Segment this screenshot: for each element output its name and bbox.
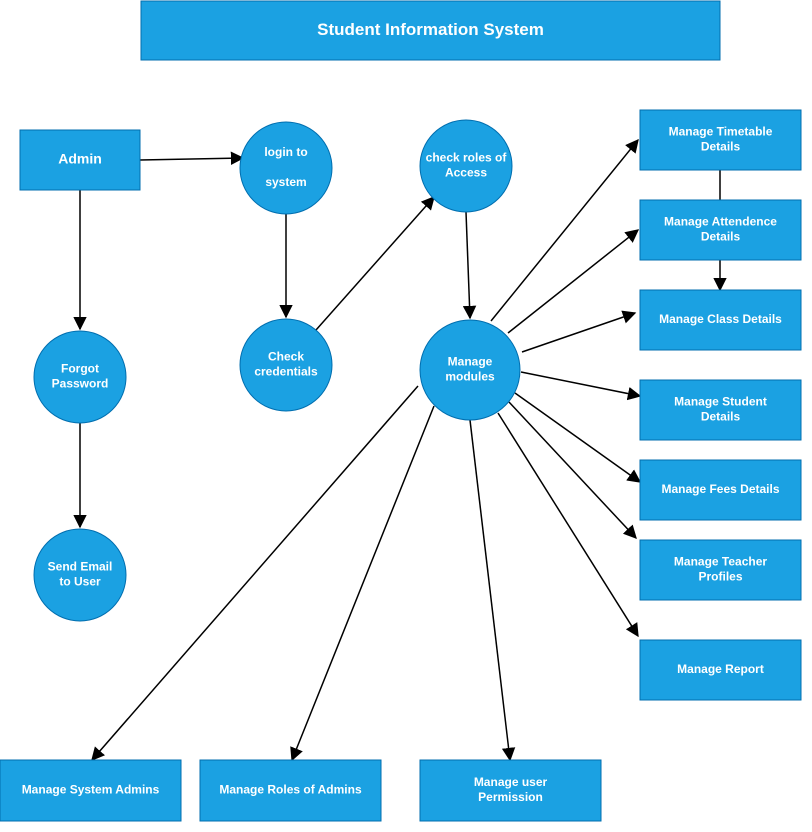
node-check-roles-label: check roles of [426, 151, 508, 165]
node-user-permission-shape [419, 759, 602, 822]
edge-manage-modules-to-attendence [507, 229, 640, 334]
edge-manage-modules-to-system-admins [91, 385, 419, 762]
node-send-email-shape [33, 528, 127, 622]
node-timetable-label: Details [701, 140, 741, 154]
node-send-email-label: Send Email [48, 560, 113, 574]
node-attendence-label: Details [701, 230, 741, 244]
edge-manage-modules-to-report [497, 412, 639, 638]
node-manage-modules-label: Manage [448, 355, 493, 369]
node-system-admins-shape [0, 759, 182, 822]
edge-manage-modules-to-user-permission [469, 419, 516, 762]
edge-manage-modules-to-roles-admins [290, 405, 435, 762]
node-admin: Admin [19, 129, 141, 191]
title-banner: Student Information System [140, 0, 721, 61]
node-manage-modules-shape [419, 319, 521, 421]
node-roles-admins-label: Manage Roles of Admins [219, 783, 362, 797]
edge-admin-to-login [139, 151, 245, 165]
node-system-admins-label: Manage System Admins [22, 783, 160, 797]
edges-layer [73, 138, 727, 762]
node-report: Manage Report [639, 639, 802, 701]
node-user-permission-label: Manage user [474, 775, 548, 789]
edge-manage-modules-to-timetable [490, 138, 639, 322]
node-login-label: login to [264, 145, 307, 159]
node-user-permission-label: Permission [478, 790, 543, 804]
edge-manage-modules-to-fees [514, 392, 642, 483]
node-fees-shape [639, 459, 802, 521]
node-send-email-label: to User [59, 575, 101, 589]
edge-manage-modules-to-student [520, 371, 642, 401]
node-roles-admins: Manage Roles of Admins [199, 759, 382, 822]
node-teacher-label: Manage Teacher [674, 555, 767, 569]
node-check-credentials-label: Check [268, 350, 304, 364]
node-report-shape [639, 639, 802, 701]
node-timetable-label: Manage Timetable [669, 125, 773, 139]
node-check-credentials-shape [239, 318, 333, 412]
node-attendence-label: Manage Attendence [664, 215, 777, 229]
node-class: Manage Class Details [639, 289, 802, 351]
node-forgot-password-shape [33, 330, 127, 424]
node-login: login to system [239, 121, 333, 215]
node-manage-modules-label: modules [445, 370, 495, 384]
node-class-shape [639, 289, 802, 351]
node-admin-shape [19, 129, 141, 191]
node-fees-label: Manage Fees Details [661, 482, 779, 496]
node-report-label: Manage Report [677, 662, 764, 676]
nodes-layer: Admin login to system check roles ofAccessC… [0, 109, 802, 822]
node-timetable-shape [639, 109, 802, 171]
node-teacher-label: Profiles [698, 570, 742, 584]
node-student-shape [639, 379, 802, 441]
edge-check-roles-to-manage-modules [462, 211, 477, 320]
node-class-label: Manage Class Details [659, 312, 782, 326]
node-fees: Manage Fees Details [639, 459, 802, 521]
node-admin-label: Admin [58, 151, 102, 167]
node-forgot-password-label: Password [52, 377, 109, 391]
node-student-label: Manage Student [674, 395, 767, 409]
node-forgot-password-label: Forgot [61, 362, 99, 376]
node-login-shape [239, 121, 333, 215]
diagram-title: Student Information System [317, 20, 544, 39]
edge-check-credentials-to-check-roles [315, 195, 435, 331]
node-teacher-shape [639, 539, 802, 601]
title-banner-box [140, 0, 721, 61]
edge-manage-modules-to-teacher [508, 401, 637, 539]
node-check-roles-label: Access [445, 166, 487, 180]
node-check-credentials-label: credentials [254, 365, 318, 379]
node-check-roles-shape [419, 119, 513, 213]
node-login-label: system [265, 175, 306, 189]
edge-manage-modules-to-class [521, 310, 637, 353]
node-system-admins: Manage System Admins [0, 759, 182, 822]
node-attendence-shape [639, 199, 802, 261]
node-roles-admins-shape [199, 759, 382, 822]
node-student-label: Details [701, 410, 741, 424]
